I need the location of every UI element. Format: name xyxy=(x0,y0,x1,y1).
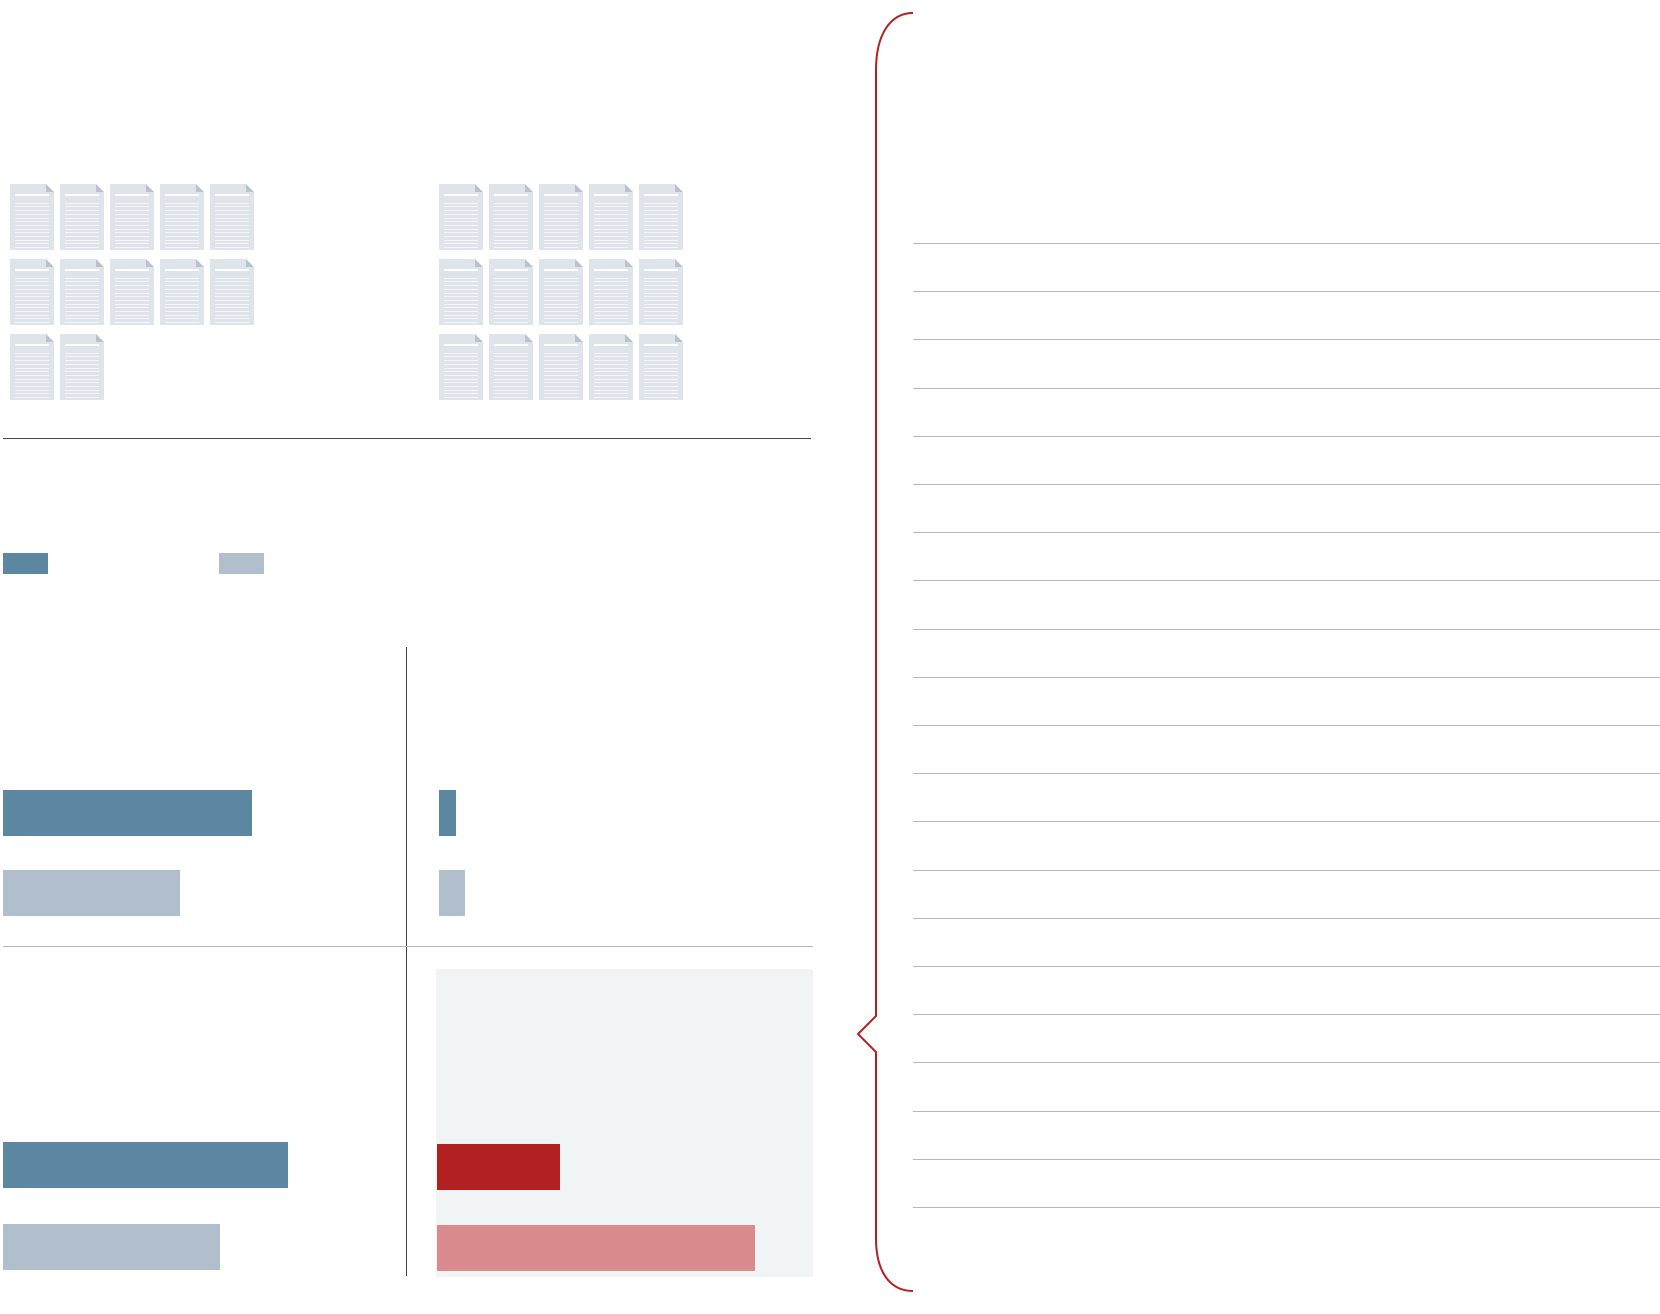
document-icon xyxy=(489,184,533,250)
note-line xyxy=(913,243,1660,244)
document-icon xyxy=(110,259,154,325)
document-icon xyxy=(489,334,533,400)
bar-top-left-light xyxy=(3,870,180,916)
document-icon xyxy=(539,334,583,400)
vertical-axis-divider xyxy=(406,647,407,1276)
document-icon xyxy=(439,334,483,400)
note-line xyxy=(913,1158,1660,1160)
document-icon xyxy=(589,184,633,250)
document-icon xyxy=(160,184,204,250)
legend-swatch-light xyxy=(219,553,264,574)
document-icon xyxy=(639,259,683,325)
note-line xyxy=(913,628,1660,630)
document-icon xyxy=(160,259,204,325)
document-icon xyxy=(439,184,483,250)
note-line xyxy=(913,387,1660,389)
note-line xyxy=(913,484,1660,485)
document-icon xyxy=(10,259,54,325)
bar-top-right-light xyxy=(439,870,466,916)
horizontal-panel-divider xyxy=(3,946,813,947)
bar-top-left-dark xyxy=(3,790,253,836)
document-icon xyxy=(539,184,583,250)
note-line xyxy=(913,821,1660,823)
note-line xyxy=(913,339,1660,341)
document-icon xyxy=(110,184,154,250)
note-line xyxy=(913,435,1660,437)
note-line xyxy=(913,1207,1660,1208)
bar-bottom-right-light xyxy=(437,1225,755,1271)
document-icon xyxy=(589,334,633,400)
document-icon xyxy=(639,184,683,250)
document-icon xyxy=(539,259,583,325)
document-icon xyxy=(210,184,254,250)
note-line xyxy=(913,1014,1660,1016)
document-icon xyxy=(589,259,633,325)
note-line xyxy=(913,676,1660,678)
legend-swatch-dark xyxy=(3,553,48,574)
document-icon xyxy=(639,334,683,400)
note-line xyxy=(913,773,1660,775)
bar-bottom-right-dark xyxy=(437,1144,561,1190)
note-line xyxy=(913,291,1660,293)
bar-top-right-dark xyxy=(439,790,456,836)
note-line xyxy=(913,966,1660,967)
note-line xyxy=(913,1110,1660,1112)
bar-bottom-left-light xyxy=(3,1224,221,1270)
document-icon xyxy=(60,184,104,250)
note-line xyxy=(913,532,1660,534)
note-line xyxy=(913,725,1660,726)
curly-brace-icon xyxy=(856,12,914,1292)
document-icon xyxy=(10,184,54,250)
document-icon xyxy=(439,259,483,325)
document-icon xyxy=(210,259,254,325)
note-line xyxy=(913,917,1660,919)
note-line xyxy=(913,580,1660,582)
section-divider xyxy=(3,438,811,439)
document-icon xyxy=(60,334,104,400)
document-icon xyxy=(489,259,533,325)
document-icon xyxy=(60,259,104,325)
note-line xyxy=(913,1062,1660,1064)
document-icon xyxy=(10,334,54,400)
note-line xyxy=(913,869,1660,871)
bar-bottom-left-dark xyxy=(3,1142,289,1188)
